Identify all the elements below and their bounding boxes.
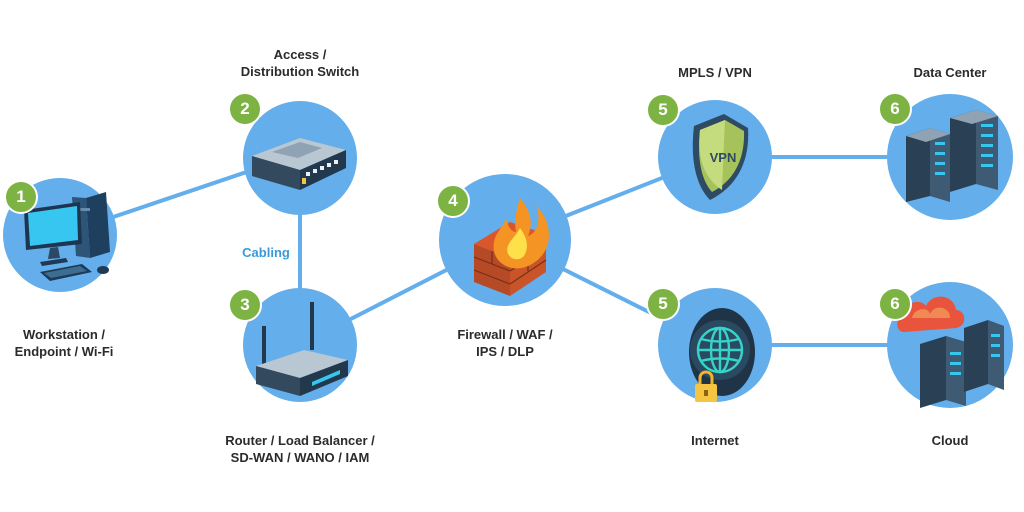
badge-datacenter: 6 — [878, 92, 912, 126]
globe-lock-icon — [689, 308, 755, 402]
node-router — [243, 288, 357, 402]
badge-vpn: 5 — [646, 93, 680, 127]
label-workstation: Workstation / Endpoint / Wi-Fi — [14, 327, 114, 359]
node-vpn: VPN — [658, 100, 772, 214]
server-rack-icon — [906, 110, 998, 202]
node-datacenter — [887, 94, 1013, 220]
node-cloud — [887, 282, 1013, 408]
label-cloud: Cloud — [931, 433, 969, 448]
node-workstation — [3, 178, 117, 292]
badge-workstation: 1 — [4, 180, 38, 214]
network-switch-icon — [252, 138, 346, 190]
node-switch — [243, 101, 357, 215]
cloud-server-icon — [897, 296, 1004, 408]
vpn-shield-icon: VPN — [692, 114, 749, 200]
node-firewall — [439, 174, 571, 306]
label-vpn: MPLS / VPN — [678, 65, 752, 80]
svg-text:VPN: VPN — [710, 150, 737, 165]
desktop-computer-icon — [24, 192, 110, 281]
wireless-router-icon — [256, 302, 348, 396]
cabling-label: Cabling — [242, 245, 290, 260]
label-switch: Access / Distribution Switch — [240, 47, 360, 79]
node-internet — [658, 288, 772, 402]
badge-cloud: 6 — [878, 287, 912, 321]
badge-firewall: 4 — [436, 184, 470, 218]
label-firewall: Firewall / WAF / IPS / DLP — [457, 327, 553, 359]
badge-internet: 5 — [646, 287, 680, 321]
badge-router: 3 — [228, 288, 262, 322]
badge-switch: 2 — [228, 92, 262, 126]
firewall-icon — [473, 198, 549, 296]
label-datacenter: Data Center — [913, 65, 987, 80]
label-internet: Internet — [691, 433, 739, 448]
label-router: Router / Load Balancer / SD-WAN / WANO /… — [225, 433, 375, 465]
